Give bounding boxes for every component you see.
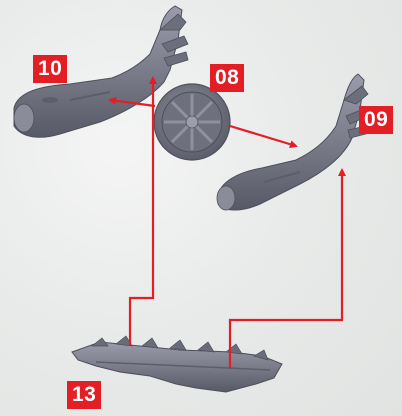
part-09-fuselage [217,74,368,210]
connector-08-to-09 [230,126,296,146]
label-part-10: 10 [33,55,67,83]
connector-13-to-10 [130,78,153,346]
label-part-08: 08 [210,64,244,92]
label-part-13: 13 [67,381,101,409]
part-13-strip [72,336,282,392]
label-part-09: 09 [359,106,393,134]
part-08-turbine [154,84,230,160]
